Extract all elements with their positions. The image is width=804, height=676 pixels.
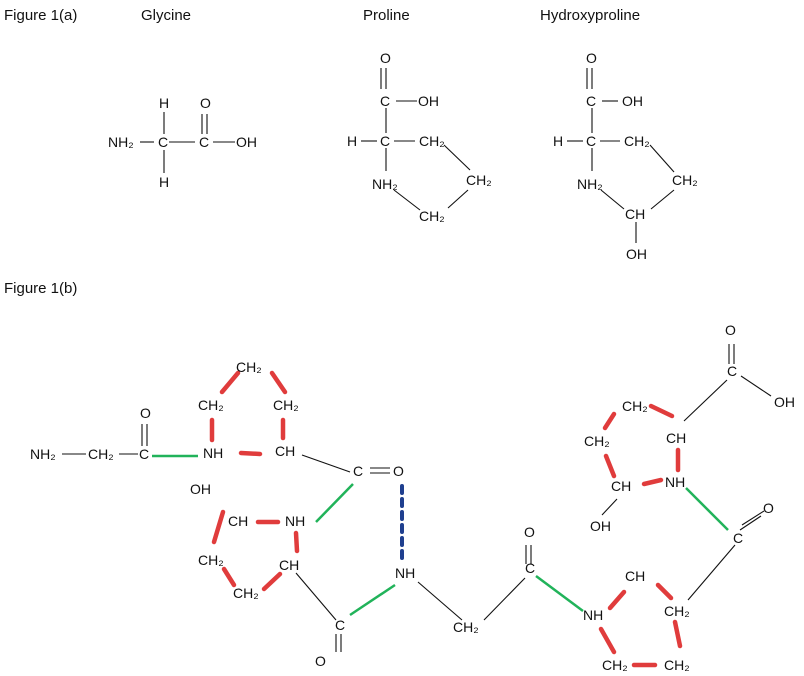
peptide-gly1-c: C — [139, 446, 149, 462]
proline-alpha-c: C — [380, 133, 390, 149]
peptide-structure: NH₂ CH₂ C O NH CH₂ CH₂ CH₂ CH C O OH CH … — [30, 322, 795, 673]
peptide-hyp2-o: O — [763, 500, 774, 516]
peptide-terminal-o: O — [725, 322, 736, 338]
peptide-hyp1-oh: OH — [190, 481, 211, 497]
glycine-h-top: H — [159, 95, 169, 111]
peptide-hyp1-ch2-b: CH₂ — [233, 585, 259, 601]
peptide-terminal-c: C — [727, 363, 737, 379]
ring-bonds — [209, 370, 683, 668]
peptide-hyp2-ch2-b: CH₂ — [584, 433, 610, 449]
glycine-alpha-c: C — [158, 134, 168, 150]
proline-nh2: NH₂ — [372, 176, 398, 192]
peptide-hyp1-ch2-a: CH₂ — [198, 552, 224, 568]
peptide-pro2-ch2-c: CH₂ — [602, 657, 628, 673]
peptide-hyp2-ch: CH — [666, 430, 686, 446]
peptide-hyp2-nh: NH — [665, 474, 685, 490]
proline-ch2-gamma: CH₂ — [466, 172, 492, 188]
peptide-gly2-ch2: CH₂ — [453, 619, 479, 635]
peptide-hyp1-c: C — [335, 617, 345, 633]
peptide-hyp1-o: O — [315, 653, 326, 669]
hydroxyproline-nh2: NH₂ — [577, 176, 603, 192]
peptide-bond-5 — [685, 487, 729, 531]
peptide-hyp1-ch-oh: CH — [228, 513, 248, 529]
peptide-gly1-o: O — [140, 405, 151, 421]
peptide-pro2-ch2-a: CH₂ — [664, 603, 690, 619]
hydroxyproline-oh-ring: OH — [626, 246, 647, 262]
glycine-nh2: NH₂ — [108, 134, 134, 150]
peptide-terminal-oh: OH — [774, 394, 795, 410]
hydroxyproline-ch: CH — [625, 206, 645, 222]
glycine-carboxyl-c: C — [199, 134, 209, 150]
hydroxyproline-title: Hydroxyproline — [540, 7, 641, 24]
peptide-pro1-ch: CH — [275, 443, 295, 459]
peptide-gly2-nh: NH — [395, 565, 415, 581]
hydroxyproline-carboxyl-c: C — [586, 93, 596, 109]
peptide-hyp2-oh: OH — [590, 518, 611, 534]
glycine-structure: NH₂ C C OH H H O — [108, 95, 257, 190]
peptide-pro2-ch2-b: CH₂ — [664, 657, 690, 673]
proline-structure: O C OH H C CH₂ CH₂ CH₂ NH₂ — [347, 50, 492, 224]
proline-ch2-delta: CH₂ — [419, 208, 445, 224]
figure-1b-label: Figure 1(b) — [4, 280, 78, 297]
hydroxyproline-ch2-beta: CH₂ — [624, 133, 650, 149]
hydroxyproline-o: O — [586, 50, 597, 66]
hydroxyproline-oh-acid: OH — [622, 93, 643, 109]
peptide-hyp2-ch-oh: CH — [611, 478, 631, 494]
hydroxyproline-h: H — [553, 133, 563, 149]
peptide-pro1-ch2-c: CH₂ — [273, 397, 299, 413]
peptide-pro1-c: C — [353, 463, 363, 479]
proline-carboxyl-c: C — [380, 93, 390, 109]
proline-o: O — [380, 50, 391, 66]
hydroxyproline-structure: O C OH H C CH₂ CH₂ NH₂ CH OH — [553, 50, 698, 262]
peptide-nh2-terminus: NH₂ — [30, 446, 56, 462]
peptide-gly2-c: C — [525, 560, 535, 576]
proline-ch2-beta: CH₂ — [419, 133, 445, 149]
peptide-pro1-ch2-a: CH₂ — [198, 397, 224, 413]
glycine-title: Glycine — [141, 7, 192, 24]
glycine-h-bottom: H — [159, 174, 169, 190]
proline-h: H — [347, 133, 357, 149]
peptide-pro1-o: O — [393, 463, 404, 479]
peptide-gly1-ch2: CH₂ — [88, 446, 114, 462]
peptide-bond-3 — [349, 583, 396, 617]
peptide-gly2-o: O — [524, 524, 535, 540]
glycine-o: O — [200, 95, 211, 111]
peptide-bond-2 — [315, 483, 354, 523]
figure-1a-label: Figure 1(a) — [4, 7, 78, 24]
peptide-pro2-nh: NH — [583, 607, 603, 623]
hydroxyproline-alpha-c: C — [586, 133, 596, 149]
peptide-hyp1-nh: NH — [285, 513, 305, 529]
hydroxyproline-ch2-delta: CH₂ — [672, 172, 698, 188]
peptide-bond-4 — [535, 574, 584, 613]
glycine-oh: OH — [236, 134, 257, 150]
proline-oh: OH — [418, 93, 439, 109]
peptide-pro1-nh: NH — [203, 445, 223, 461]
peptide-hyp2-c: C — [733, 530, 743, 546]
peptide-hyp2-ch2-a: CH₂ — [622, 398, 648, 414]
proline-title: Proline — [363, 7, 410, 24]
peptide-pro2-ch: CH — [625, 568, 645, 584]
peptide-hyp1-ch: CH — [279, 557, 299, 573]
peptide-pro1-ch2-b: CH₂ — [236, 359, 262, 375]
